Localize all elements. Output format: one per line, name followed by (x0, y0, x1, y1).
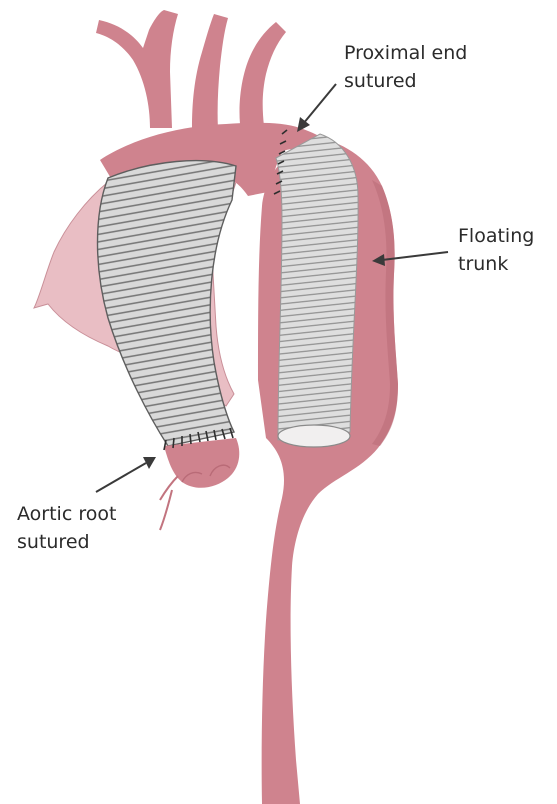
label-aortic-root-sutured: Aortic root sutured (17, 500, 116, 556)
label-floating-trunk: Floating trunk (458, 222, 534, 278)
label-aortic-line2: sutured (17, 528, 116, 556)
label-proximal-line2: sutured (344, 67, 467, 95)
label-floating-line1: Floating (458, 222, 534, 250)
label-proximal-end-sutured: Proximal end sutured (344, 39, 467, 95)
aortic-root (160, 438, 239, 530)
label-aortic-line1: Aortic root (17, 500, 116, 528)
arrow-proximal-end (297, 84, 336, 132)
arrow-aortic-root (96, 457, 156, 492)
label-floating-line2: trunk (458, 250, 534, 278)
arch-branch-vessels (96, 10, 286, 130)
label-proximal-line1: Proximal end (344, 39, 467, 67)
ascending-stent-graft (80, 140, 260, 460)
